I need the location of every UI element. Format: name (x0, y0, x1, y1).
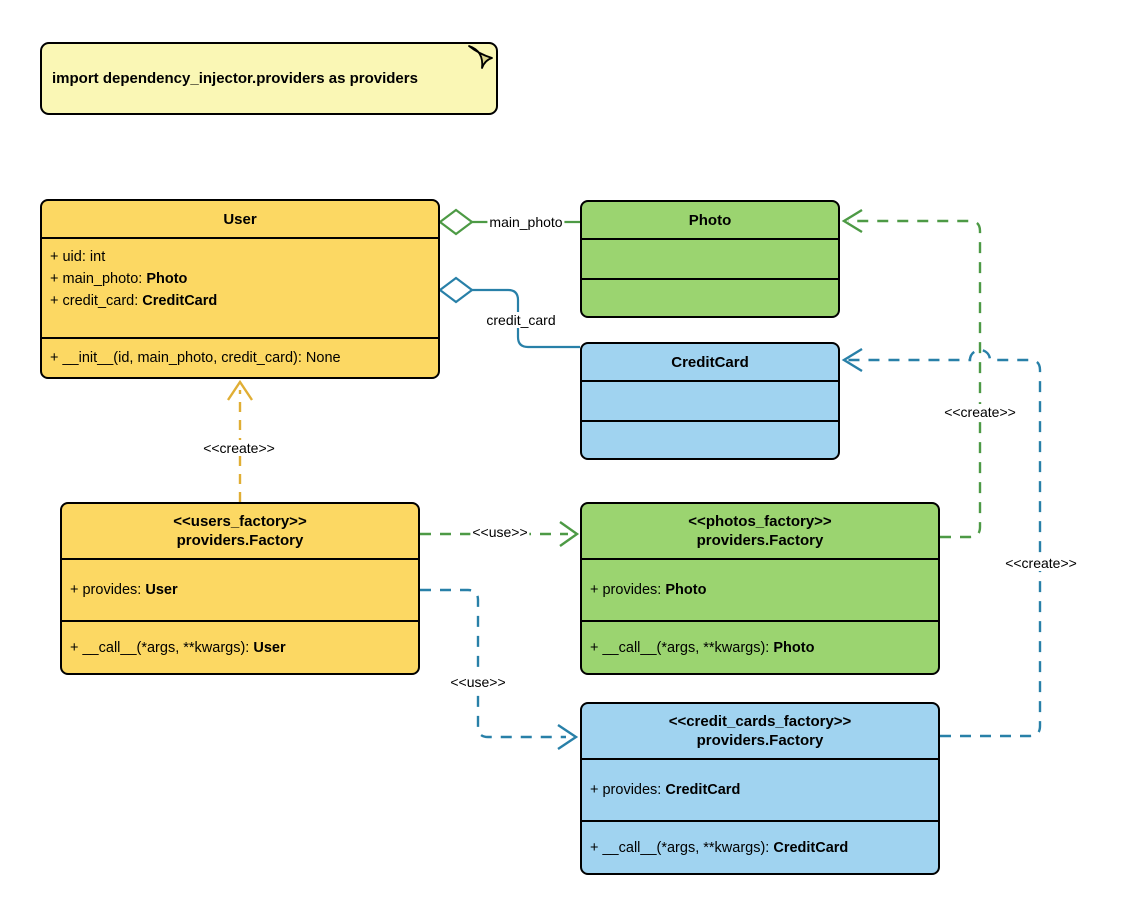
attribute-provides: + provides: Photo (590, 579, 706, 601)
class-photos-factory-attributes: + provides: Photo (582, 558, 938, 620)
member-text: + __call__(*args, **kwargs): (590, 839, 774, 856)
arrowhead-create-photo (841, 208, 863, 234)
class-photo-attributes (582, 238, 838, 278)
class-users-factory: <<users_factory>> providers.Factory + pr… (60, 502, 420, 675)
create-photos-factory-photo-edge (841, 208, 982, 539)
method-call: + __call__(*args, **kwargs): CreditCard (590, 837, 848, 859)
member-type: User (145, 582, 178, 598)
attribute-main-photo: + main_photo: Photo (50, 268, 430, 290)
class-photos-factory-methods: + __call__(*args, **kwargs): Photo (582, 620, 938, 673)
method-call: + __call__(*args, **kwargs): User (70, 637, 286, 659)
class-users-factory-methods: + __call__(*args, **kwargs): User (62, 620, 418, 673)
member-type: Photo (146, 271, 188, 287)
member-type: CreditCard (142, 293, 218, 309)
attribute-provides: + provides: CreditCard (590, 779, 740, 801)
edge-label-create-creditcard: <<create>> (1003, 555, 1079, 571)
member-text: + __call__(*args, **kwargs): (70, 639, 254, 656)
class-user: User + uid: int + main_photo: Photo + cr… (40, 199, 440, 379)
edge-label-use-credit-cards: <<use>> (448, 674, 508, 690)
class-user-title: User (223, 210, 257, 228)
class-creditcard-attributes (582, 380, 838, 420)
edge-label-create-user: <<create>> (201, 440, 277, 456)
method-call: + __call__(*args, **kwargs): Photo (590, 637, 814, 659)
class-name-label: providers.Factory (176, 532, 304, 549)
method-init: + __init__(id, main_photo, credit_card):… (50, 347, 341, 369)
member-type: Photo (773, 639, 815, 656)
class-name-label: providers.Factory (696, 732, 824, 749)
aggregation-diamond-credit-card (438, 276, 474, 304)
attribute-provides: + provides: User (70, 579, 178, 601)
member-text: + uid: int (50, 249, 106, 265)
class-users-factory-title: <<users_factory>> providers.Factory (62, 504, 418, 558)
class-credit-cards-factory: <<credit_cards_factory>> providers.Facto… (580, 702, 940, 875)
member-type: CreditCard (665, 782, 741, 798)
member-type: Photo (665, 582, 707, 598)
class-photos-factory-title: <<photos_factory>> providers.Factory (582, 504, 938, 558)
stereotype-label: <<credit_cards_factory>> (668, 713, 852, 730)
class-credit-cards-factory-attributes: + provides: CreditCard (582, 758, 938, 820)
class-photo-title: Photo (688, 211, 732, 229)
class-creditcard-methods (582, 420, 838, 458)
class-photos-factory: <<photos_factory>> providers.Factory + p… (580, 502, 940, 675)
class-credit-cards-factory-methods: + __call__(*args, **kwargs): CreditCard (582, 820, 938, 873)
member-type: User (253, 639, 286, 656)
edge-label-create-photo: <<create>> (942, 404, 1018, 420)
member-text: + main_photo: (50, 271, 147, 287)
class-creditcard-title: CreditCard (671, 353, 749, 371)
arrowhead-use-credit-cards-factory (557, 724, 579, 750)
member-text: + __init__(id, main_photo, credit_card):… (50, 350, 341, 366)
member-text: + provides: (590, 782, 666, 798)
member-text: + __call__(*args, **kwargs): (590, 639, 774, 656)
class-credit-cards-factory-title: <<credit_cards_factory>> providers.Facto… (582, 704, 938, 758)
class-photo-methods (582, 278, 838, 316)
class-user-methods: + __init__(id, main_photo, credit_card):… (42, 337, 438, 377)
class-photo: Photo (580, 200, 840, 318)
attribute-uid: + uid: int (50, 246, 430, 268)
class-name-label: providers.Factory (696, 532, 824, 549)
arrowhead-use-photos-factory (559, 521, 580, 547)
arrowhead-create-user (227, 379, 253, 401)
edge-label-main-photo: main_photo (487, 214, 565, 230)
import-note-text: import dependency_injector.providers as … (52, 70, 418, 87)
member-text: + provides: (70, 582, 146, 598)
attribute-credit-card: + credit_card: CreditCard (50, 290, 430, 312)
member-text: + provides: (590, 582, 666, 598)
use-users-factory-credit-cards-factory-edge (420, 588, 579, 750)
stereotype-label: <<photos_factory>> (688, 513, 832, 530)
stereotype-label: <<users_factory>> (173, 513, 307, 530)
import-note: import dependency_injector.providers as … (40, 42, 498, 115)
aggregation-diamond-main-photo (438, 208, 474, 236)
use-users-factory-photos-factory-edge (420, 521, 580, 547)
class-users-factory-attributes: + provides: User (62, 558, 418, 620)
arrowhead-create-creditcard (841, 347, 863, 373)
class-creditcard: CreditCard (580, 342, 840, 460)
class-user-attributes: + uid: int + main_photo: Photo + credit_… (42, 237, 438, 337)
create-credit-cards-factory-creditcard-edge (841, 347, 1042, 738)
note-fold-corner-icon (468, 45, 493, 69)
member-type: CreditCard (773, 839, 849, 856)
member-text: + credit_card: (50, 293, 143, 309)
edge-label-use-photos: <<use>> (470, 524, 530, 540)
edge-label-credit-card: credit_card (484, 312, 558, 328)
